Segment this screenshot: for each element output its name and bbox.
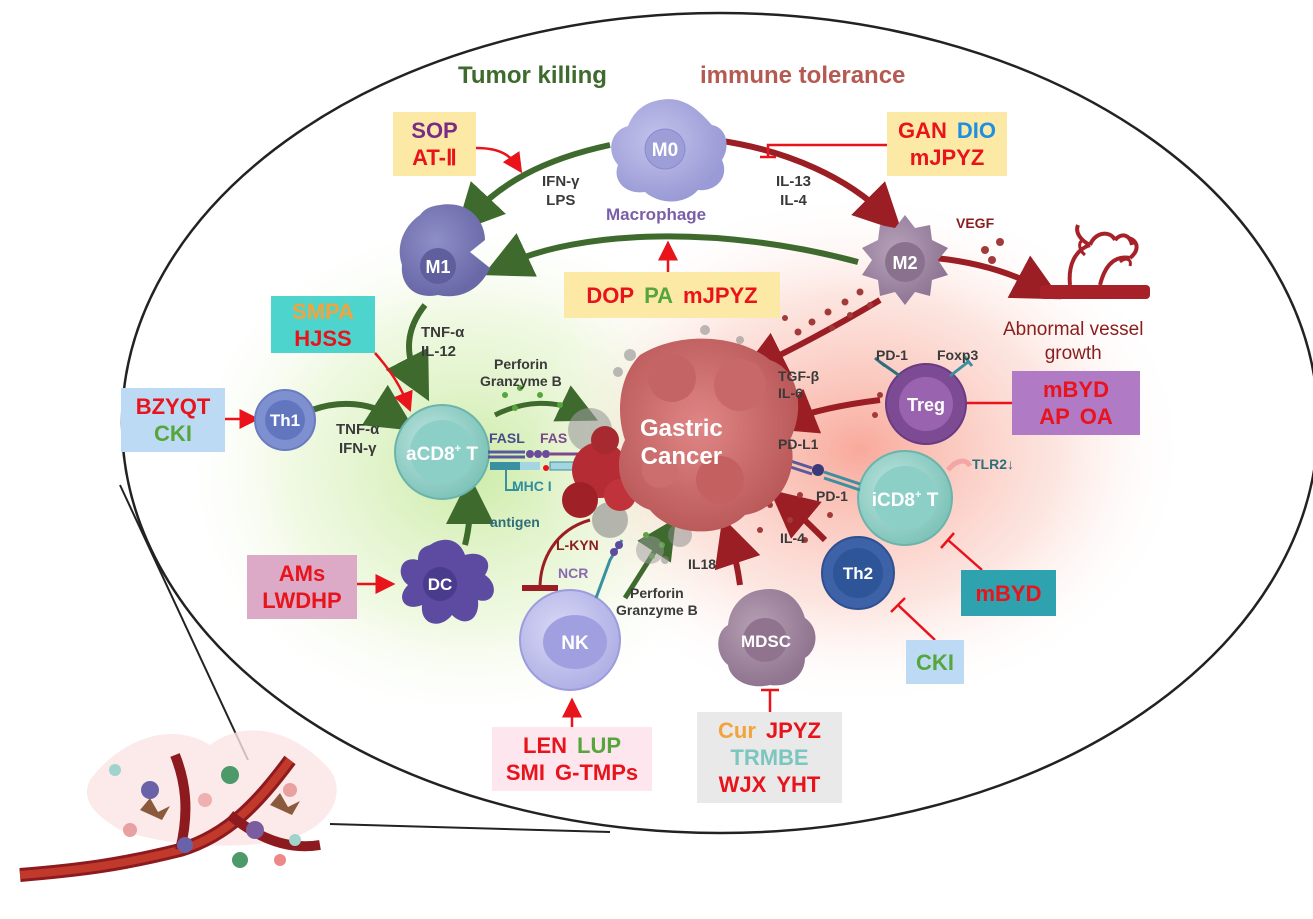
drug-box-smpa: SMPA HJSS bbox=[271, 296, 375, 353]
gastric-cancer-cluster bbox=[562, 338, 799, 564]
arrow-th1-to-acd8 bbox=[310, 384, 416, 431]
label-pd1-treg: PD-1 bbox=[876, 347, 908, 363]
m1-label: M1 bbox=[425, 257, 450, 277]
label-fas: FAS bbox=[540, 430, 568, 446]
arrow-m1-to-acd8 bbox=[385, 303, 430, 402]
drug-inhibit-cki bbox=[897, 604, 936, 641]
drug-box-sop: SOP AT-Ⅱ bbox=[393, 112, 476, 176]
label-mhc: MHC I bbox=[512, 478, 552, 494]
arrow-nk-perforin bbox=[622, 518, 676, 600]
label-fasl: FASL bbox=[489, 430, 525, 446]
label-il18: IL18 bbox=[688, 556, 717, 572]
drug-box-cki: CKI bbox=[906, 640, 964, 684]
drug-inhibit-mbyd2 bbox=[947, 539, 983, 571]
m0-macrophage-cell: M0 bbox=[611, 99, 727, 202]
th1-cell: Th1 bbox=[254, 389, 316, 451]
label-pdl1: PD-L1 bbox=[778, 436, 819, 452]
label-tlr2: TLR2↓ bbox=[972, 456, 1014, 472]
label-antigen: antigen bbox=[490, 514, 540, 530]
inhibit-lkyn-nk bbox=[521, 518, 591, 592]
arrow-acd8-perforin bbox=[493, 385, 599, 422]
cell-debris bbox=[613, 325, 744, 564]
acd8-t-cell: aCD8+ T bbox=[394, 404, 490, 500]
dendritic-cell: DC bbox=[400, 539, 494, 624]
treg-cell: Treg bbox=[874, 355, 974, 445]
drug-inhibit-mbyd2-bar bbox=[940, 532, 955, 549]
m1-macrophage-cell: M1 bbox=[399, 204, 490, 297]
secretion-dots-m2 bbox=[782, 238, 1004, 336]
heading-tumor-killing: Tumor killing bbox=[458, 62, 607, 89]
drug-box-bzyqt: BZYQT CKI bbox=[121, 388, 225, 452]
macrophage-label: Macrophage bbox=[606, 205, 707, 224]
arrow-m2-to-cancer bbox=[738, 297, 882, 376]
treg-label: Treg bbox=[907, 395, 945, 415]
m0-label: M0 bbox=[652, 140, 678, 161]
icd8-label: iCD8+ T bbox=[872, 489, 939, 511]
arrow-dc-to-acd8 bbox=[445, 476, 494, 546]
th2-label: Th2 bbox=[843, 564, 873, 583]
drug-arrow-sop bbox=[475, 146, 523, 174]
acd8-label: aCD8+ T bbox=[406, 443, 478, 465]
label-ncr: NCR bbox=[558, 565, 589, 581]
label-vegf: VEGF bbox=[956, 215, 995, 231]
label-il4: IL-4 bbox=[780, 530, 805, 546]
icd8-t-cell: iCD8+ T bbox=[857, 450, 973, 546]
fasl-fas-receptor bbox=[488, 450, 580, 459]
nk-label: NK bbox=[561, 633, 589, 654]
mdsc-label: MDSC bbox=[741, 632, 791, 651]
th2-cell: Th2 bbox=[821, 536, 895, 610]
tissue-inset-illustration bbox=[19, 730, 337, 882]
drug-box-ams: AMs LWDHP bbox=[247, 555, 357, 619]
heading-immune-tolerance: immune tolerance bbox=[700, 62, 906, 89]
ncr-receptor bbox=[594, 539, 624, 599]
dc-label: DC bbox=[428, 575, 453, 594]
label-foxp3: Foxp3 bbox=[937, 347, 979, 363]
drug-inhibit-gan bbox=[766, 143, 887, 157]
arrow-m0-to-m1 bbox=[455, 142, 611, 233]
zoom-line-upper bbox=[119, 484, 249, 761]
drug-box-mbyd-icd8: mBYD bbox=[961, 570, 1056, 616]
arrow-m2-to-m1 bbox=[483, 233, 859, 277]
nk-cell: NK bbox=[519, 589, 621, 691]
m2-macrophage-cell: M2 bbox=[862, 215, 948, 305]
th1-label: Th1 bbox=[270, 411, 300, 430]
mdsc-cell: MDSC bbox=[718, 589, 816, 687]
arrow-m0-to-m2 bbox=[714, 137, 902, 232]
m2-label: M2 bbox=[892, 253, 917, 273]
mhc-antigen-complex bbox=[490, 461, 579, 491]
drug-arrow-smpa bbox=[374, 352, 413, 412]
arrow-mdsc-to-cancer bbox=[714, 517, 761, 586]
zoom-line-lower bbox=[329, 823, 611, 833]
drug-inhibit-cki-bar bbox=[890, 597, 906, 613]
abnormal-vessel-illustration bbox=[1040, 224, 1150, 299]
label-pd1: PD-1 bbox=[816, 488, 848, 504]
arrow-m2-to-vessel bbox=[934, 255, 1062, 300]
label-lkyn: L-KYN bbox=[556, 537, 599, 553]
arrow-th2-to-cancer bbox=[769, 489, 828, 543]
